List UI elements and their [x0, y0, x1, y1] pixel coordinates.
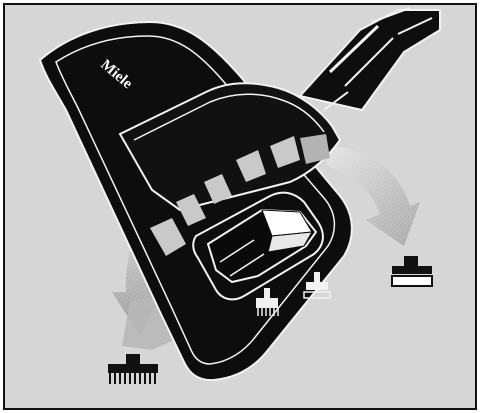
illustration-canvas: Miele	[0, 0, 480, 413]
